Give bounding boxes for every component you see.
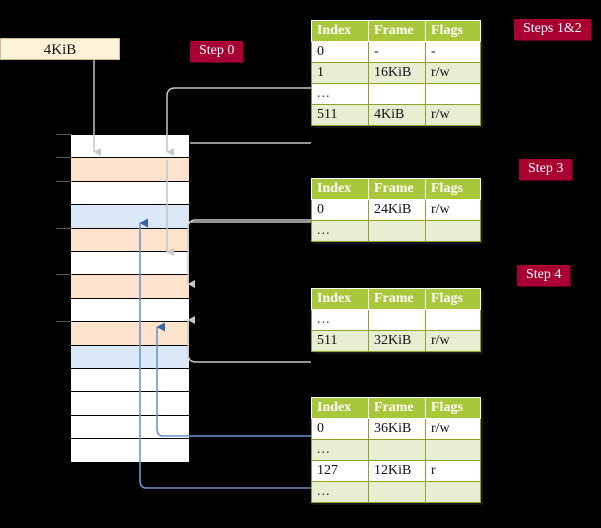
- table-row[interactable]: ...: [311, 481, 481, 503]
- cell-frame: 16KiB: [368, 62, 426, 84]
- table-row[interactable]: ...: [311, 220, 481, 242]
- cell-index: ...: [311, 309, 369, 331]
- cell-index: ...: [311, 439, 369, 461]
- memory-frame-row[interactable]: [71, 298, 189, 323]
- cell-flags: [425, 309, 481, 331]
- column-header-index: Index: [311, 397, 369, 419]
- virtual-address-label: 4KiB: [43, 42, 77, 58]
- cell-flags: -: [425, 41, 481, 63]
- memory-frame-row[interactable]: [71, 368, 189, 393]
- cell-frame: [368, 83, 426, 105]
- column-header-frame: Frame: [368, 20, 426, 42]
- cell-flags: r/w: [425, 104, 481, 126]
- column-header-index: Index: [311, 178, 369, 200]
- column-header-index: Index: [311, 20, 369, 42]
- memory-frame-row[interactable]: [71, 415, 189, 440]
- column-header-flags: Flags: [425, 397, 481, 419]
- cell-flags: [425, 481, 481, 503]
- step-label-0: Step 0: [190, 41, 244, 62]
- cell-frame: 12KiB: [368, 460, 426, 482]
- column-header-flags: Flags: [425, 178, 481, 200]
- cell-frame: 32KiB: [368, 330, 426, 352]
- cell-index: ...: [311, 481, 369, 503]
- memory-frame-row[interactable]: [71, 158, 189, 182]
- frame-tick-mark: [56, 274, 72, 276]
- frame-tick-mark: [56, 157, 72, 159]
- step-label-3: Step 3: [519, 159, 573, 180]
- cell-frame: [368, 439, 426, 461]
- memory-frame-row[interactable]: [71, 275, 189, 299]
- cell-flags: r/w: [425, 199, 481, 221]
- cell-index: 511: [311, 330, 369, 352]
- memory-frame-row[interactable]: [71, 392, 189, 416]
- memory-frame-row[interactable]: [71, 345, 189, 369]
- cell-frame: -: [368, 41, 426, 63]
- cell-frame: 24KiB: [368, 199, 426, 221]
- cell-index: 127: [311, 460, 369, 482]
- cell-index: 1: [311, 62, 369, 84]
- cell-index: ...: [311, 220, 369, 242]
- cell-index: 0: [311, 418, 369, 440]
- cell-flags: r/w: [425, 62, 481, 84]
- memory-frame-row[interactable]: [71, 228, 189, 252]
- cell-frame: 4KiB: [368, 104, 426, 126]
- column-header-frame: Frame: [368, 397, 426, 419]
- table-row[interactable]: 0--: [311, 41, 481, 63]
- cell-flags: [425, 439, 481, 461]
- cell-index: 0: [311, 199, 369, 221]
- virtual-address-box: 4KiB: [0, 38, 120, 60]
- table-row[interactable]: ...: [311, 309, 481, 331]
- memory-frame-row[interactable]: [71, 181, 189, 206]
- cell-frame: [368, 481, 426, 503]
- step-label-4: Step 4: [517, 265, 571, 286]
- cell-flags: r/w: [425, 418, 481, 440]
- cell-index: 0: [311, 41, 369, 63]
- cell-frame: [368, 220, 426, 242]
- cell-frame: 36KiB: [368, 418, 426, 440]
- physical-memory-grid: [70, 134, 190, 463]
- cell-flags: r/w: [425, 330, 481, 352]
- cell-index: 511: [311, 104, 369, 126]
- step-label-1-2: Steps 1&2: [514, 19, 591, 40]
- memory-frame-row[interactable]: [71, 439, 189, 463]
- column-header-flags: Flags: [425, 20, 481, 42]
- column-header-frame: Frame: [368, 178, 426, 200]
- column-header-frame: Frame: [368, 288, 426, 310]
- frame-tick-mark: [56, 180, 72, 182]
- memory-frame-row[interactable]: [71, 135, 189, 159]
- cell-index: ...: [311, 83, 369, 105]
- cell-flags: [425, 220, 481, 242]
- memory-frame-row[interactable]: [71, 251, 189, 276]
- memory-frame-row[interactable]: [71, 205, 189, 229]
- frame-tick-mark: [56, 227, 72, 229]
- frame-tick-mark: [56, 321, 72, 323]
- column-header-flags: Flags: [425, 288, 481, 310]
- table-row[interactable]: ...: [311, 439, 481, 461]
- cell-flags: r: [425, 460, 481, 482]
- memory-frame-row[interactable]: [71, 322, 189, 346]
- table-row[interactable]: ...: [311, 83, 481, 105]
- frame-tick-mark: [56, 134, 72, 135]
- cell-frame: [368, 309, 426, 331]
- cell-flags: [425, 83, 481, 105]
- column-header-index: Index: [311, 288, 369, 310]
